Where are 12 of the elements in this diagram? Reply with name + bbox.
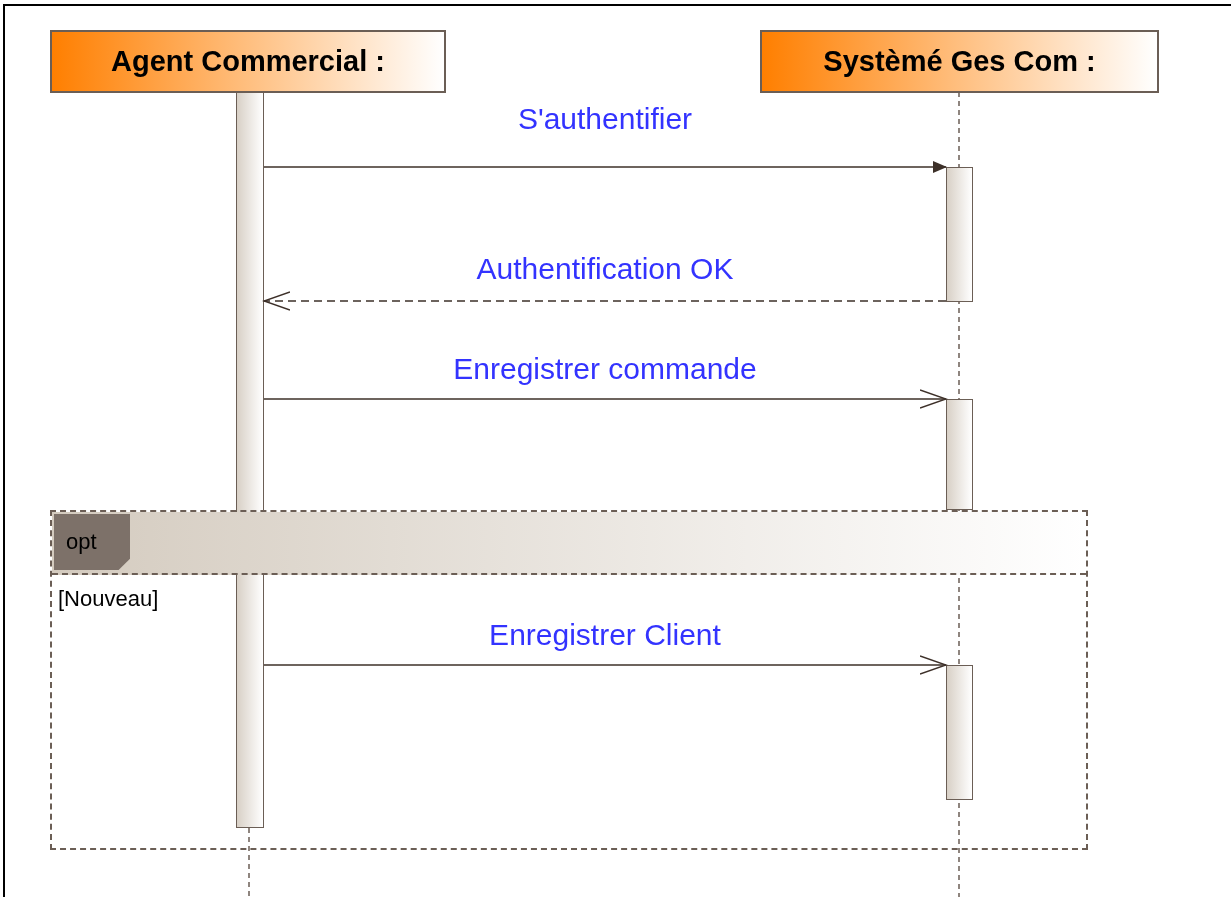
message-arrow (263, 389, 947, 409)
activation-bar (946, 665, 973, 800)
lifeline-header: Agent Commercial : (50, 30, 446, 93)
activation-bar (946, 399, 973, 510)
message-arrow (263, 655, 947, 675)
return-message-arrow (263, 291, 947, 311)
fragment-operator: opt (54, 514, 130, 570)
fragment-frame (50, 510, 1088, 850)
lifeline-header: Systèmé Ges Com : (760, 30, 1159, 93)
activation-bar (946, 167, 973, 302)
message-arrow (263, 161, 947, 173)
activation-bar (236, 92, 264, 828)
